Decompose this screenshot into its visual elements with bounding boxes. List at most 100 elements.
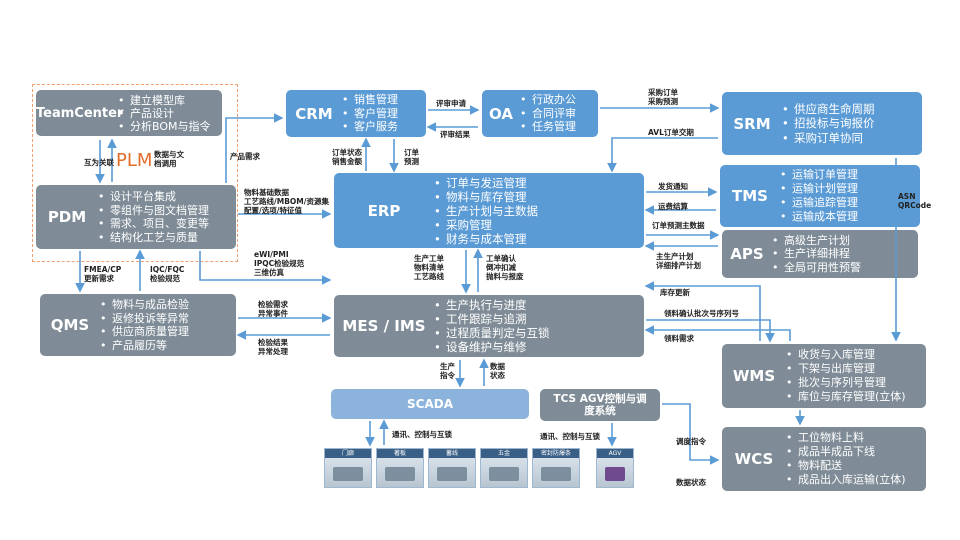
agv-thumbnail: AGV	[596, 448, 634, 488]
plm-group-frame	[32, 84, 238, 262]
label-iqc: IQC/FQC 检验规范	[150, 265, 185, 283]
mes-title: MES / IMS	[342, 317, 426, 335]
thumbnail: 密封防爆条	[532, 448, 580, 488]
box-item: 返修投诉等异常	[100, 312, 189, 326]
label-data-status2: 数据状态	[676, 478, 706, 487]
crm-items: 销售管理客户管理客户服务	[342, 93, 398, 134]
pdm-items: 设计平台集成零组件与图文档管理需求、项目、变更等结构化工艺与质量	[98, 190, 209, 244]
box-item: 库位与库存管理(立体)	[786, 390, 906, 404]
pdm-box: PDM 设计平台集成零组件与图文档管理需求、项目、变更等结构化工艺与质量	[36, 185, 236, 249]
label-review-req: 评审申请	[436, 99, 466, 108]
label-mutual: 互为关联	[84, 158, 114, 167]
box-item: 过程质量判定与互锁	[434, 326, 550, 340]
label-ewi: eWI/PMI IPQC检验规范 三维仿真	[254, 250, 305, 277]
box-item: 全局可用性预警	[772, 261, 861, 275]
box-item: 运输订单管理	[780, 168, 858, 182]
box-item: 供应商质量管理	[100, 325, 189, 339]
wcs-items: 工位物料上料成品半成品下线物料配送成品出入库运输(立体)	[786, 431, 906, 487]
box-item: 零组件与图文档管理	[98, 204, 209, 218]
thumbnail-label: 五金	[481, 449, 527, 458]
label-docs: 数据与文 档调用	[154, 150, 184, 168]
teamcenter-box: TeamCenter 建立模型库产品设计分析BOM与指令	[36, 90, 222, 136]
label-avl: AVL订单交期	[648, 128, 694, 137]
thumbnail-label: 密封防爆条	[533, 449, 579, 458]
thumbnail: 门廊	[324, 448, 372, 488]
erp-title: ERP	[367, 201, 401, 220]
box-item: 财务与成本管理	[434, 232, 538, 246]
teamcenter-items: 建立模型库产品设计分析BOM与指令	[118, 94, 211, 133]
srm-items: 供应商生命周期招投标与询报价采购订单协同	[782, 102, 875, 146]
box-item: 建立模型库	[118, 94, 211, 107]
aps-items: 高级生产计划生产详细排程全局可用性预警	[772, 234, 861, 275]
box-item: 高级生产计划	[772, 234, 861, 248]
wcs-box: WCS 工位物料上料成品半成品下线物料配送成品出入库运输(立体)	[722, 427, 926, 491]
box-item: 工位物料上料	[786, 431, 906, 445]
teamcenter-title: TeamCenter	[36, 105, 124, 121]
wms-title: WMS	[732, 367, 776, 385]
qms-items: 物料与成品检验返修投诉等异常供应商质量管理产品履历等	[100, 298, 189, 352]
box-item: 成品出入库运输(立体)	[786, 473, 906, 487]
label-pick-confirm: 领料确认批次号序列号	[664, 309, 739, 318]
wms-items: 收货与入库管理下架与出库管理批次与序列号管理库位与库存管理(立体)	[786, 348, 906, 404]
thumbnail-label: 蓄线	[429, 449, 475, 458]
box-item: 销售管理	[342, 93, 398, 107]
label-order-forecast: 订单 预测	[404, 148, 419, 166]
box-item: 运输追踪管理	[780, 196, 858, 210]
box-item: 客户服务	[342, 120, 398, 134]
label-fmea: FMEA/CP 更新需求	[84, 265, 122, 283]
box-item: 订单与发运管理	[434, 176, 538, 190]
label-freight: 运费结算	[658, 202, 688, 211]
oa-box: OA 行政办公合同评审任务管理	[482, 90, 598, 137]
box-item: 设计平台集成	[98, 190, 209, 204]
thumbnail-label: 著板	[377, 449, 423, 458]
label-wo-confirm: 工单确认 倒冲扣减 抛料与报废	[486, 254, 524, 281]
tcs-box: TCS AGV控制与调度系统	[540, 389, 660, 421]
label-comm1: 通讯、控制与互锁	[392, 430, 452, 439]
wms-box: WMS 收货与入库管理下架与出库管理批次与序列号管理库位与库存管理(立体)	[722, 344, 926, 408]
tms-box: TMS 运输订单管理运输计划管理运输追踪管理运输成本管理	[720, 165, 920, 227]
label-order-status: 订单状态 销售金额	[332, 148, 362, 166]
box-item: 生产执行与进度	[434, 298, 550, 312]
oa-title: OA	[489, 104, 513, 123]
box-item: 物料与库存管理	[434, 190, 538, 204]
srm-box: SRM 供应商生命周期招投标与询报价采购订单协同	[722, 92, 922, 155]
tms-title: TMS	[732, 187, 768, 205]
box-item: 客户管理	[342, 107, 398, 121]
box-item: 需求、项目、变更等	[98, 217, 209, 231]
box-item: 产品履历等	[100, 339, 189, 353]
plm-label: PLM	[116, 150, 153, 171]
mes-items: 生产执行与进度工件跟踪与追溯过程质量判定与互锁设备维护与维修	[434, 298, 550, 354]
tcs-title: TCS AGV控制与调度系统	[553, 392, 647, 418]
thumbnail: 蓄线	[428, 448, 476, 488]
tms-items: 运输订单管理运输计划管理运输追踪管理运输成本管理	[780, 168, 858, 224]
box-item: 运输成本管理	[780, 210, 858, 224]
crm-box: CRM 销售管理客户管理客户服务	[286, 90, 426, 137]
box-item: 收货与入库管理	[786, 348, 906, 362]
label-po-forecast: 采购订单 采购预测	[648, 88, 678, 106]
agv-thumbnail-label: AGV	[597, 449, 633, 458]
box-item: 批次与序列号管理	[786, 376, 906, 390]
box-item: 物料与成品检验	[100, 298, 189, 312]
box-item: 合同评审	[520, 107, 576, 121]
box-item: 采购管理	[434, 218, 538, 232]
label-dispatch: 调度指令	[676, 437, 706, 446]
label-qc-req: 检验需求 异常事件	[258, 300, 288, 318]
box-item: 招投标与询报价	[782, 116, 875, 131]
box-item: 供应商生命周期	[782, 102, 875, 117]
box-item: 生产计划与主数据	[434, 204, 538, 218]
label-ship-notice: 发货通知	[658, 182, 688, 191]
box-item: 物料配送	[786, 459, 906, 473]
qms-box: QMS 物料与成品检验返修投诉等异常供应商质量管理产品履历等	[40, 294, 236, 356]
thumbnail: 五金	[480, 448, 528, 488]
label-data-status: 数据 状态	[490, 362, 505, 380]
erp-box: ERP 订单与发运管理物料与库存管理生产计划与主数据采购管理财务与成本管理	[334, 173, 644, 248]
box-item: 成品半成品下线	[786, 445, 906, 459]
mes-box: MES / IMS 生产执行与进度工件跟踪与追溯过程质量判定与互锁设备维护与维修	[334, 295, 644, 357]
label-prod-cmd: 生产 指令	[440, 362, 455, 380]
qms-title: QMS	[50, 316, 90, 334]
aps-title: APS	[730, 245, 764, 263]
label-prod-order: 生产工单 物料清单 工艺路线	[414, 254, 444, 281]
oa-items: 行政办公合同评审任务管理	[520, 93, 576, 134]
